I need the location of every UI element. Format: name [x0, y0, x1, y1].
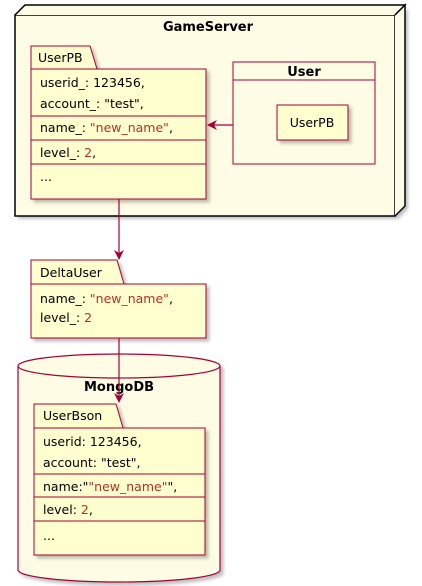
userbson-row-account: account: "test",: [43, 455, 140, 470]
userbson-row-ellipsis: ...: [43, 528, 55, 543]
user-title: User: [287, 65, 321, 80]
userbson-row-level: level: 2,: [43, 502, 93, 517]
userpb-row-account: account_: "test",: [40, 96, 144, 111]
deltauser-row-level: level_: 2: [40, 310, 92, 325]
userpb-component-label: UserPB: [290, 115, 335, 130]
userbson-tab-label: UserBson: [43, 408, 102, 423]
deltauser-row-name: name_: "new_name",: [40, 291, 173, 306]
userpb-row-userid: userid_: 123456,: [40, 75, 145, 90]
userpb-component: UserPB: [276, 104, 349, 141]
userpb-row-level: level_: 2,: [40, 145, 96, 160]
userpb-row-ellipsis: ...: [40, 169, 52, 184]
userbson-note: [33, 403, 206, 556]
deltauser-note: [30, 259, 207, 339]
deltauser-tab-label: DeltaUser: [40, 265, 103, 280]
userbson-row-name: name:""new_name"",: [43, 479, 177, 494]
gameserver-title: GameServer: [163, 20, 254, 35]
userpb-tab-label: UserPB: [38, 50, 83, 65]
userpb-row-name: name_: "new_name",: [40, 120, 173, 135]
userpb-note: [30, 45, 207, 200]
userbson-row-userid: userid: 123456,: [43, 434, 142, 449]
